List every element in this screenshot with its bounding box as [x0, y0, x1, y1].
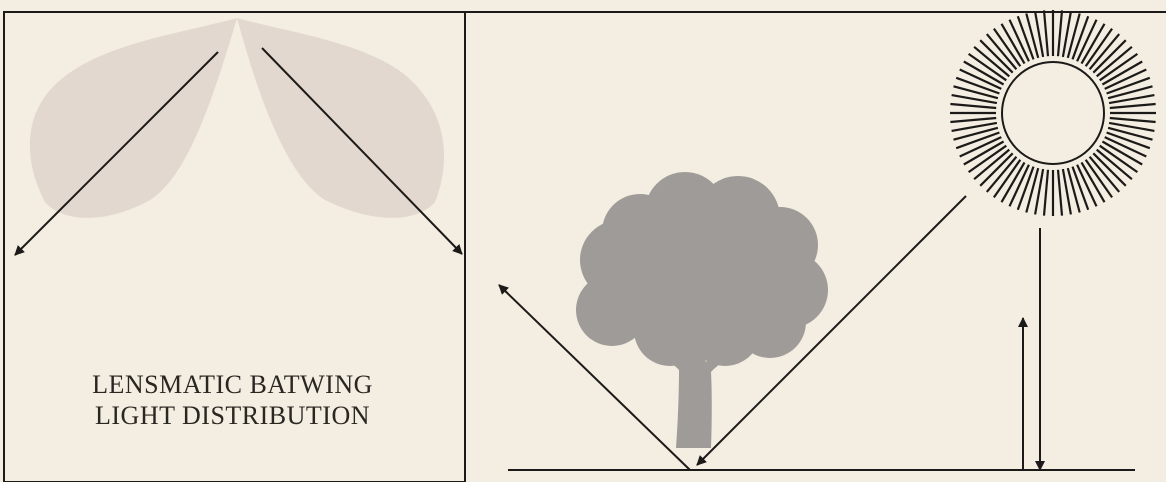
caption-line-2: LIGHT DISTRIBUTION — [30, 403, 435, 429]
sun-ray — [1044, 10, 1048, 56]
sun — [950, 10, 1156, 216]
sun-ray — [950, 104, 996, 108]
sun-ray — [1058, 10, 1062, 56]
sun-ray — [1058, 170, 1062, 216]
batwing-lobe-right — [237, 18, 444, 218]
tree-crown-part — [630, 205, 770, 345]
sun-disc — [1002, 62, 1104, 164]
sun-ray — [1110, 118, 1156, 122]
sun-ray — [1044, 170, 1048, 216]
sun-ray — [950, 118, 996, 122]
sun-rays — [950, 10, 1156, 216]
caption-line-1: LENSMATIC BATWING — [30, 372, 435, 398]
sun-ray — [1110, 104, 1156, 108]
tree — [576, 172, 828, 448]
batwing-lobe-left — [30, 18, 237, 218]
